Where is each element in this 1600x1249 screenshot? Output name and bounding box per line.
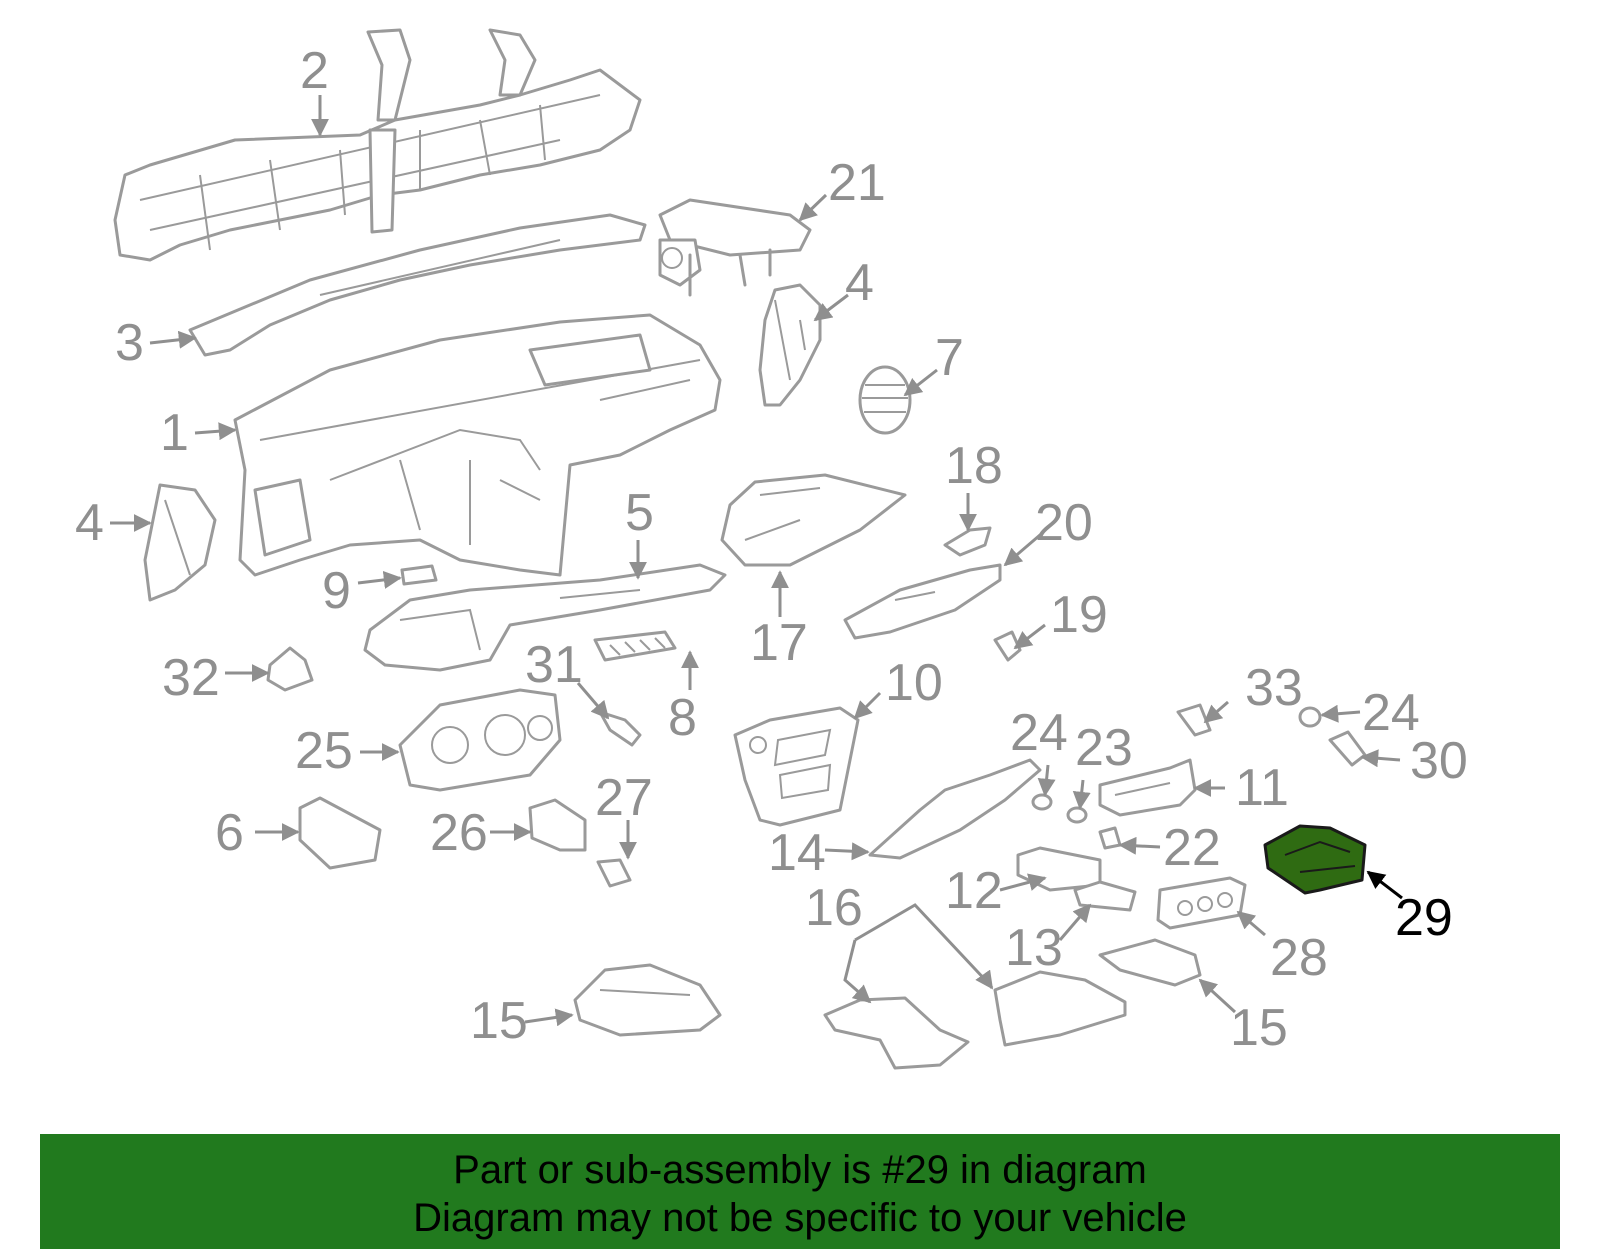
callout-24-right: 24	[1362, 684, 1420, 742]
callout-33: 33	[1245, 659, 1303, 717]
part-26-switch	[528, 798, 587, 852]
part-30-socket	[1328, 730, 1367, 767]
callout-17: 17	[750, 614, 808, 672]
callout-5: 5	[625, 484, 654, 542]
part-15-lower-panel-left	[573, 963, 722, 1037]
part-24-bulb	[1031, 793, 1053, 811]
part-6-vent-duct	[298, 796, 382, 870]
banner-line-disclaimer: Diagram may not be specific to your vehi…	[413, 1196, 1187, 1240]
callout-16: 16	[805, 879, 863, 937]
part-15-lower-panel-right	[1098, 938, 1202, 987]
callout-24-left: 24	[1010, 704, 1068, 762]
part-14-trim-strip	[868, 758, 1042, 860]
part-33-clip	[1176, 703, 1212, 737]
part-23-bulb	[1066, 806, 1088, 824]
callout-numbers: 2 21 3 4 1 7 4 18 20 5 9 17 19 32 31 8 1…	[75, 42, 1468, 1057]
callout-1: 1	[160, 404, 189, 462]
part-17-glove-box	[720, 473, 907, 567]
callout-10: 10	[885, 654, 943, 712]
parts-diagram: 2 21 3 4 1 7 4 18 20 5 9 17 19 32 31 8 1…	[75, 28, 1468, 1070]
callout-11: 11	[1235, 759, 1289, 817]
callout-21: 21	[828, 154, 886, 212]
part-5-trim-bezel	[363, 563, 727, 672]
part-2-crossbeam	[113, 28, 642, 262]
part-21-airbag	[658, 198, 812, 297]
callout-27: 27	[595, 769, 653, 827]
callout-12: 12	[945, 862, 1003, 920]
part-7-vent	[858, 365, 912, 435]
part-8-grille	[593, 630, 677, 662]
callout-3: 3	[115, 314, 144, 372]
part-24-bulb-right	[1298, 706, 1322, 728]
callout-29-highlighted: 29	[1395, 889, 1453, 947]
part-3-top-pad	[188, 213, 647, 357]
part-1-instrument-panel	[233, 313, 722, 577]
part-28-control-panel	[1156, 876, 1247, 930]
part-13-tray	[1073, 880, 1137, 912]
info-banner: Part or sub-assembly is #29 in diagram D…	[40, 1134, 1560, 1249]
callout-15-left: 15	[470, 992, 528, 1050]
callout-13: 13	[1005, 919, 1063, 977]
part-16-knee-bolster-right	[993, 970, 1127, 1047]
callout-28: 28	[1270, 929, 1328, 987]
callout-25: 25	[295, 722, 353, 780]
part-31-fastener	[598, 710, 642, 747]
part-10-center-bezel	[733, 706, 860, 827]
callout-15-right: 15	[1230, 999, 1288, 1057]
part-4-end-panel-right	[758, 283, 822, 407]
callout-31: 31	[525, 636, 583, 694]
callout-6: 6	[215, 804, 244, 862]
part-11-ashtray	[1098, 758, 1197, 817]
callout-20: 20	[1035, 494, 1093, 552]
part-27-fastener	[596, 858, 632, 888]
part-9-switch	[400, 564, 438, 586]
part-32-bracket	[266, 646, 314, 692]
part-4-end-panel-left	[143, 483, 217, 602]
part-18-latch	[943, 526, 992, 557]
callout-23: 23	[1075, 719, 1133, 777]
callout-19: 19	[1050, 586, 1108, 644]
callout-4-left: 4	[75, 494, 104, 552]
part-29-highlighted-module[interactable]	[1263, 824, 1367, 895]
part-25-instrument-cluster	[398, 688, 562, 792]
banner-line-part-number: Part or sub-assembly is #29 in diagram	[453, 1148, 1147, 1192]
callout-26: 26	[430, 804, 488, 862]
callout-30: 30	[1410, 732, 1468, 790]
leader-lines	[110, 95, 1403, 1027]
callout-8: 8	[668, 689, 697, 747]
callout-4-right: 4	[845, 254, 874, 312]
callout-18: 18	[945, 437, 1003, 495]
callout-22: 22	[1163, 819, 1221, 877]
part-22-bulb	[1098, 826, 1122, 850]
callout-32: 32	[162, 649, 220, 707]
callout-7: 7	[935, 329, 964, 387]
callout-9: 9	[322, 562, 351, 620]
part-20-glove-box-door	[843, 563, 1002, 640]
callout-14: 14	[768, 824, 826, 882]
part-16-knee-bolster-left	[823, 996, 970, 1070]
part-12-module	[1016, 846, 1102, 892]
callout-2: 2	[300, 42, 329, 100]
